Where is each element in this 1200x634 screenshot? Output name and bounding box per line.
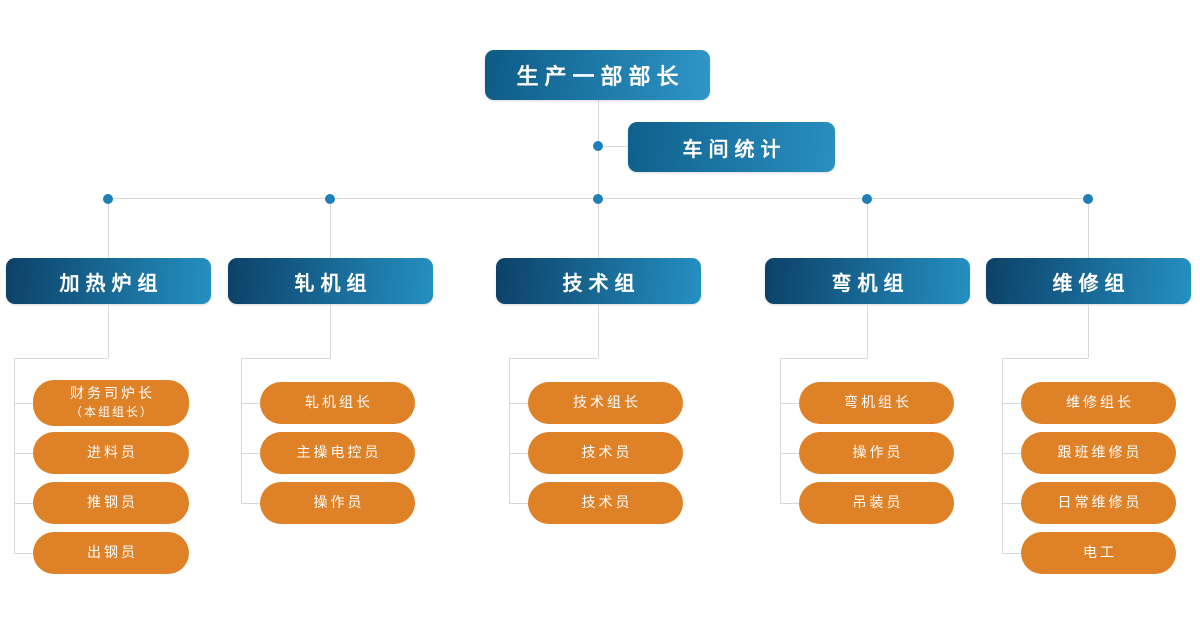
role-label: 维修组长: [1066, 394, 1134, 411]
connector-stub: [241, 403, 260, 404]
role-label: 推钢员: [87, 494, 138, 511]
role-sublabel: （本组组长）: [69, 405, 154, 420]
connector-drop: [867, 198, 868, 258]
connector-dot: [1083, 194, 1093, 204]
role-label: 技术员: [581, 444, 633, 461]
connector-stub: [241, 503, 260, 504]
role-node: 出钢员: [33, 532, 189, 574]
connector-elbow-v: [330, 304, 331, 358]
group-header-heating-furnace: 加热炉组: [6, 258, 211, 304]
connector-rail: [1002, 358, 1003, 553]
role-label: 操作员: [852, 444, 904, 461]
connector-stub: [1002, 503, 1021, 504]
connector-dot: [862, 194, 872, 204]
group-header-bending-machine: 弯机组: [765, 258, 970, 304]
group-label: 弯机组: [831, 270, 910, 295]
role-label: 吊装员: [852, 494, 904, 511]
role-node: 吊装员: [799, 482, 954, 524]
connector-elbow-v: [1088, 304, 1089, 358]
group-header-technical: 技术组: [496, 258, 701, 304]
node-label: 车间统计: [682, 136, 787, 161]
connector-stub: [14, 503, 33, 504]
group-label: 技术组: [562, 270, 641, 295]
connector-trunk-vertical: [598, 100, 599, 258]
connector-stub: [1002, 553, 1021, 554]
role-node: 轧机组长: [260, 382, 415, 424]
role-node: 技术员: [528, 482, 683, 524]
role-label: 轧机组长: [305, 394, 373, 411]
role-label: 技术员: [581, 494, 633, 511]
connector-elbow-v: [867, 304, 868, 358]
connector-stub: [509, 503, 528, 504]
role-node: 技术组长: [528, 382, 683, 424]
role-label: 操作员: [313, 494, 365, 511]
connector-elbow-h: [14, 358, 108, 359]
role-node: 操作员: [260, 482, 415, 524]
role-node: 电工: [1021, 532, 1176, 574]
connector-elbow-h: [241, 358, 330, 359]
role-node: 推钢员: [33, 482, 189, 524]
role-node: 弯机组长: [799, 382, 954, 424]
connector-elbow-h: [1002, 358, 1088, 359]
connector-stub: [14, 553, 33, 554]
role-node: 财务司炉长 （本组组长）: [33, 380, 189, 426]
group-label: 维修组: [1052, 270, 1131, 295]
connector-stub: [509, 453, 528, 454]
node-label: 生产一部部长: [516, 65, 685, 90]
connector-rail: [780, 358, 781, 503]
connector-elbow-h: [780, 358, 867, 359]
connector-stub: [509, 403, 528, 404]
group-header-maintenance: 维修组: [986, 258, 1191, 304]
role-node: 跟班维修员: [1021, 432, 1176, 474]
connector-elbow-h: [509, 358, 598, 359]
role-node: 主操电控员: [260, 432, 415, 474]
role-label: 日常维修员: [1057, 494, 1143, 511]
role-node: 日常维修员: [1021, 482, 1176, 524]
connector-stub: [14, 453, 33, 454]
role-label: 主操电控员: [296, 444, 382, 461]
connector-rail: [14, 358, 15, 553]
connector-stub: [241, 453, 260, 454]
connector-dot: [325, 194, 335, 204]
connector-elbow-v: [598, 304, 599, 358]
connector-dot: [593, 141, 603, 151]
role-label: 出钢员: [87, 544, 138, 561]
group-label: 轧机组: [294, 270, 373, 295]
connector-stub: [1002, 403, 1021, 404]
role-label: 弯机组长: [844, 394, 912, 411]
connector-drop: [330, 198, 331, 258]
connector-stub: [1002, 453, 1021, 454]
node-workshop-statistics: 车间统计: [628, 122, 835, 172]
role-node: 维修组长: [1021, 382, 1176, 424]
connector-stub: [780, 403, 799, 404]
role-label: 财务司炉长: [70, 386, 155, 403]
role-label: 电工: [1083, 544, 1117, 561]
role-node: 进料员: [33, 432, 189, 474]
role-label: 技术组长: [573, 394, 641, 411]
connector-stub: [780, 503, 799, 504]
connector-stub: [780, 453, 799, 454]
role-node: 技术员: [528, 432, 683, 474]
connector-rail: [509, 358, 510, 503]
role-label: 跟班维修员: [1057, 444, 1143, 461]
connector-dot: [103, 194, 113, 204]
node-root-director: 生产一部部长: [485, 50, 710, 100]
connector-drop: [1088, 198, 1089, 258]
connector-stub: [14, 403, 33, 404]
role-node: 操作员: [799, 432, 954, 474]
connector-drop: [108, 198, 109, 258]
group-label: 加热炉组: [59, 270, 164, 295]
connector-staff-stub: [598, 146, 628, 147]
group-header-rolling-mill: 轧机组: [228, 258, 433, 304]
connector-dot: [593, 194, 603, 204]
role-label: 进料员: [87, 444, 138, 461]
connector-rail: [241, 358, 242, 503]
connector-elbow-v: [108, 304, 109, 358]
